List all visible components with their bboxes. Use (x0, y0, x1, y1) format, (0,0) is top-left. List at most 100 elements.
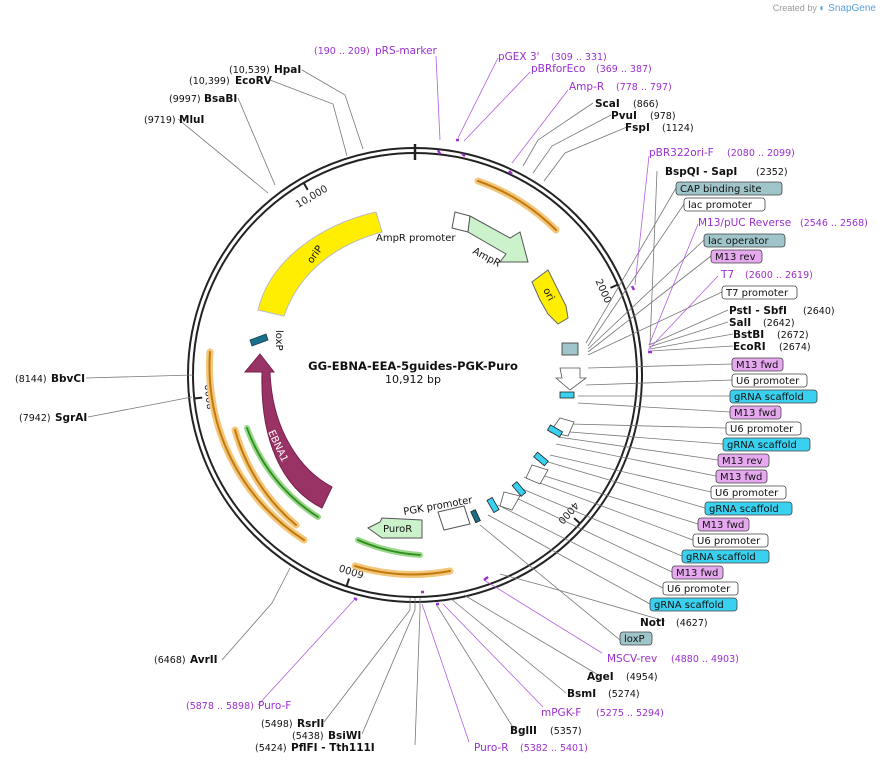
feature-box-label: M13 fwd (702, 520, 744, 531)
u6-arrow-4 (499, 491, 521, 511)
tick-label: 2000 (593, 277, 613, 305)
feature-box-misc-rna (649, 597, 738, 612)
primer-marks (353, 138, 652, 606)
feature-box-misc-rna (681, 549, 770, 564)
feature-box-protein-bind (619, 631, 653, 646)
feature-box-label: gRNA scaffold (734, 392, 804, 403)
tick-mark (573, 517, 581, 525)
primer-pbrforeco: pBRforEco (531, 63, 585, 75)
plasmid-length: 10,912 bp (385, 373, 441, 386)
feature-box-label: U6 promoter (736, 376, 800, 387)
u6-arrow-3 (525, 464, 549, 485)
feature-box-label: M13 rev (715, 252, 756, 263)
feature-box-promoter (710, 485, 787, 500)
plasmid-name: GG-EBNA-EEA-5guides-PGK-Puro (308, 359, 518, 373)
primer-pbr322ori-f: pBR322ori-F (649, 147, 714, 159)
feature-box-protein-bind (675, 181, 783, 196)
puro-r-arrow (367, 517, 423, 539)
watermark-prefix: Created by (772, 3, 817, 13)
feature-box-protein-bind (703, 233, 786, 248)
site-pos: (6468) (154, 655, 186, 666)
watermark-brand: SnapGene (828, 3, 876, 14)
primer-leaders (257, 55, 719, 743)
feature-box-label: lac operator (708, 236, 769, 247)
lac-cluster (561, 342, 579, 356)
primer-pos: (5878 .. 5898) (186, 701, 254, 712)
site-mlui: MluI (179, 114, 204, 126)
lox-p-inner (470, 509, 481, 524)
primer-puro-f: Puro-F (258, 700, 291, 712)
feature-box-label: T7 promoter (725, 288, 789, 299)
primer-pos: (2080 .. 2099) (727, 148, 795, 159)
site-bsmi: BsmI (567, 688, 596, 700)
site-pos: (2640) (803, 306, 835, 317)
feature-box-primer-bind (671, 565, 724, 580)
site-pos: (7942) (19, 413, 51, 424)
site-avrii: AvrII (190, 654, 218, 666)
grna-mark-4 (511, 481, 527, 497)
site-psti-sbfi: PstI - SbfI (729, 305, 787, 317)
grna-mark-5 (486, 496, 500, 514)
feature-box-label: gRNA scaffold (727, 440, 797, 451)
primer-pos: (190 .. 209) (314, 46, 370, 57)
primer-labels: (190 .. 209) pRS-marker pGEX 3' (309 .. … (186, 45, 868, 754)
site-pos: (4627) (676, 618, 708, 629)
site-pos: (9997) (169, 94, 201, 105)
ori-label: ori (540, 286, 556, 303)
feature-box-promoter (731, 373, 808, 388)
snapgene-logo: ◐ SnapGene (819, 3, 876, 14)
feature-box-label: loxP (624, 634, 645, 645)
site-sgrai: SgrAI (55, 412, 87, 424)
feature-box-label: M13 fwd (736, 360, 778, 371)
tick-mark (610, 283, 619, 289)
primer-pos: (778 .. 797) (616, 82, 672, 93)
feature-box-promoter (683, 197, 766, 212)
amp-r-promoter-label: AmpR promoter (376, 233, 456, 244)
feature-box-label: M13 fwd (734, 408, 776, 419)
site-labels: (10,539) HpaI (10,399) EcoRV (9997) BsaB… (15, 64, 835, 754)
site-noti: NotI (640, 617, 665, 629)
primer-pos: (5275 .. 5294) (596, 708, 664, 719)
feature-box-promoter (662, 581, 739, 596)
site-agei: AgeI (587, 671, 614, 683)
feature-box-label: U6 promoter (715, 488, 779, 499)
site-pos: (8144) (15, 374, 47, 385)
feature-box-primer-bind (731, 357, 784, 372)
ebna1-arrow (243, 353, 333, 509)
feature-box-label: U6 promoter (667, 584, 731, 595)
feature-box-primer-bind (697, 517, 750, 532)
primer-amp-r: Amp-R (569, 81, 604, 93)
feature-box-misc-rna (729, 389, 818, 404)
tick-mark (302, 182, 309, 191)
amp-r-arrow (467, 215, 529, 263)
feature-box-label: M13 rev (722, 456, 763, 467)
site-bbvci: BbvCI (51, 373, 85, 385)
site-pos: (2352) (756, 167, 788, 178)
ori-arrow (531, 269, 569, 325)
feature-box-label: gRNA scaffold (686, 552, 756, 563)
site-pos: (10,539) (229, 65, 270, 76)
grna-mark-3 (533, 451, 549, 467)
feature-box-label: gRNA scaffold (654, 600, 724, 611)
feature-box-promoter (721, 285, 798, 300)
site-fspi: FspI (625, 122, 650, 134)
feature-box-primer-bind (710, 249, 763, 264)
site-bspqi-sapi: BspQI - SapI (665, 166, 737, 178)
site-bglii: BglII (510, 725, 537, 737)
feature-box-misc-rna (704, 501, 793, 516)
u6-arrow-1 (554, 367, 588, 391)
feature-box-promoter (692, 533, 769, 548)
primer-m13-puc-reverse: M13/pUC Reverse (698, 217, 791, 229)
primer-pos: (369 .. 387) (596, 64, 652, 75)
feature-box-label: lac promoter (688, 200, 753, 211)
feature-box-primer-bind (715, 469, 768, 484)
site-hpai: HpaI (274, 64, 301, 76)
feature-box-misc-rna (722, 437, 811, 452)
site-pos: (5498) (261, 719, 293, 730)
site-pos: (866) (633, 99, 659, 110)
site-pos: (9719) (144, 115, 176, 126)
site-bsabi: BsaBI (204, 93, 237, 105)
primer-t7: T7 (720, 269, 734, 281)
